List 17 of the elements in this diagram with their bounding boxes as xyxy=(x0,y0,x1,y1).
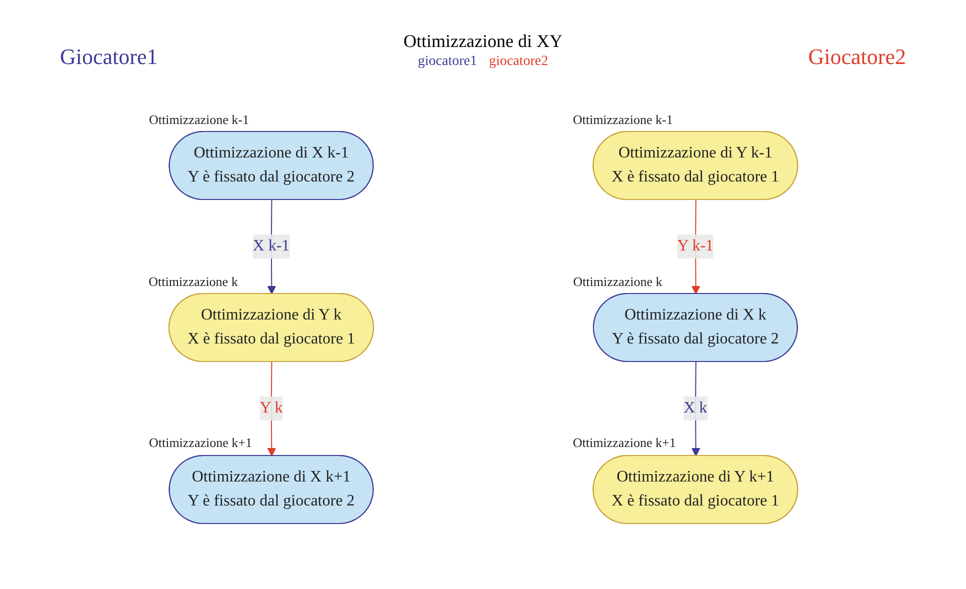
arrow xyxy=(691,362,700,456)
edge-label: Y k-1 xyxy=(676,238,714,254)
stage-label: Ottimizzazione k+1 xyxy=(148,435,252,452)
player-heading: Giocatore1 xyxy=(60,44,158,70)
title: Ottimizzazione di XY xyxy=(404,31,562,52)
stage-label: Ottimizzazione k xyxy=(573,274,662,290)
arrow xyxy=(266,362,276,456)
edge-label: Y k xyxy=(259,400,282,416)
stage-label: Ottimizzazione k-1 xyxy=(572,112,673,128)
player-label: giocatore1 xyxy=(418,54,477,69)
player-label: giocatore2 xyxy=(488,54,548,69)
edge-label: X k-1 xyxy=(252,238,290,254)
edge-label: X k xyxy=(683,400,707,416)
stage-label: Ottimizzazione k xyxy=(148,274,238,290)
player-heading: Giocatore2 xyxy=(808,44,906,70)
stage-label: Ottimizzazione k-1 xyxy=(148,112,249,128)
stage-label: Ottimizzazione k+1 xyxy=(572,435,676,452)
